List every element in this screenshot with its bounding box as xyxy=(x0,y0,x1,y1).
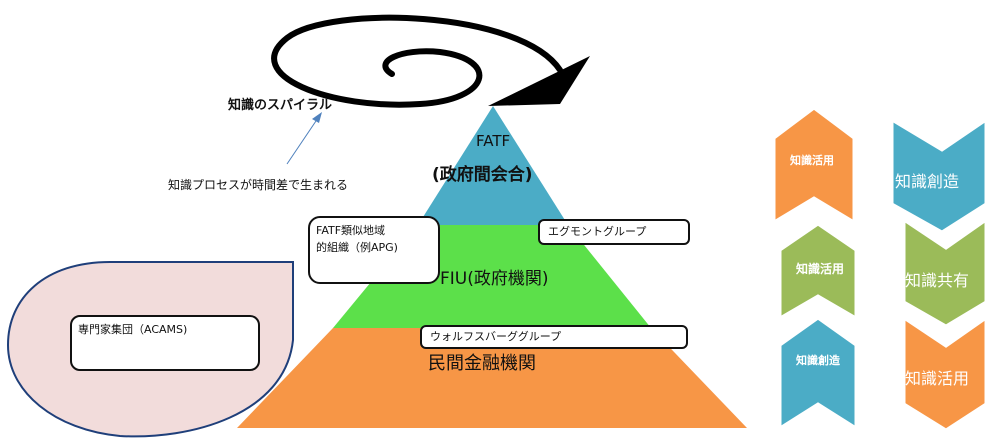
pyramid-top-label-line2: (政府間会合) xyxy=(432,165,533,185)
chevron-left-1 xyxy=(772,106,856,225)
fatf-regional-line1: FATF類似地域 xyxy=(316,224,386,237)
annotation-arrow xyxy=(286,112,322,165)
pyramid-middle-label: FIU(政府機関) xyxy=(440,269,549,289)
chevron-left-1-label: 知識活用 xyxy=(790,154,834,167)
chevron-left-2 xyxy=(778,222,858,321)
spiral-arrow xyxy=(271,14,590,108)
chevron-left-3 xyxy=(778,316,858,431)
egmont-label: エグモントグループ xyxy=(548,225,647,238)
chevron-right-2 xyxy=(902,217,988,328)
chevron-right-3 xyxy=(902,315,988,432)
pyramid xyxy=(237,106,747,428)
pyramid-top-tier xyxy=(418,106,568,225)
egmont-box: エグモントグループ xyxy=(538,219,690,245)
spiral-label: 知識のスパイラル xyxy=(228,98,333,113)
chevron-right-1-label: 知識創造 xyxy=(895,172,960,191)
pyramid-bottom-label: 民間金融機関 xyxy=(428,353,536,374)
wolfsberg-box: ウォルフスバーググループ xyxy=(420,325,688,349)
chevron-column-left xyxy=(772,106,858,431)
fatf-regional-line2: 的組織（例APG) xyxy=(316,241,398,254)
chevron-right-3-label: 知識活用 xyxy=(905,369,970,388)
chevron-right-2-label: 知識共有 xyxy=(905,271,970,290)
experts-box: 専門家集団（ACAMS) xyxy=(70,315,260,371)
chevron-column-right xyxy=(890,117,988,432)
pyramid-bottom-tier xyxy=(237,328,747,428)
experts-label: 専門家集団（ACAMS) xyxy=(78,323,188,336)
fatf-regional-box: FATF類似地域 的組織（例APG) xyxy=(308,216,440,284)
chevron-left-2-label: 知識活用 xyxy=(796,262,845,276)
chevron-right-1 xyxy=(890,117,988,234)
pyramid-top-label-line1: FATF xyxy=(476,132,511,150)
annotation-text: 知識プロセスが時間差で生まれる xyxy=(168,178,349,192)
wolfsberg-label: ウォルフスバーググループ xyxy=(430,330,562,343)
chevron-left-3-label: 知識創造 xyxy=(796,354,840,367)
spiral-arrowhead xyxy=(488,56,590,106)
